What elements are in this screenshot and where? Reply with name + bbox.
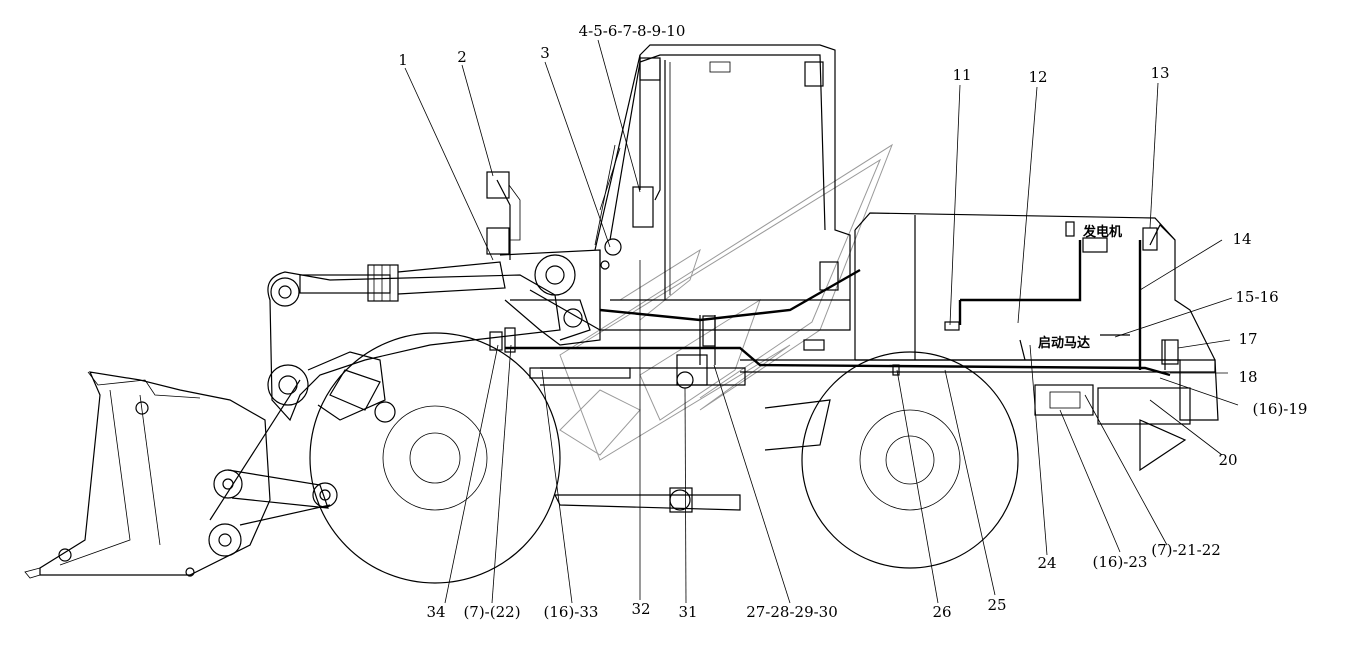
component-labels: 发电机 启动马达 xyxy=(1038,224,1122,351)
callout-13: 13 xyxy=(1150,64,1169,82)
boom-arm xyxy=(267,271,561,423)
callout-3: 3 xyxy=(540,44,550,62)
callout-18: 18 xyxy=(1238,368,1257,386)
callout-12: 12 xyxy=(1028,68,1047,86)
callout-14: 14 xyxy=(1232,230,1251,248)
callout-31: 31 xyxy=(678,603,697,621)
leader-lines xyxy=(404,39,1239,604)
callout-25: 25 xyxy=(987,596,1006,614)
starter-motor-label: 启动马达 xyxy=(1038,335,1090,351)
callout-34: 34 xyxy=(426,603,445,621)
callout-2: 2 xyxy=(457,48,467,66)
callout-labels: 1 2 3 4-5-6-7-8-9-10 11 12 13 14 15-16 1… xyxy=(398,22,1307,621)
front-wheel xyxy=(309,332,561,584)
callout-7-21-22: (7)-21-22 xyxy=(1151,541,1221,559)
operator-cab xyxy=(594,44,851,331)
callout-15-16: 15-16 xyxy=(1235,288,1278,306)
wiring-harness xyxy=(496,55,1171,377)
bucket-linkage xyxy=(208,379,338,557)
callout-16-33: (16)-33 xyxy=(544,603,599,621)
rear-wheel xyxy=(801,351,1019,569)
callout-16-19: (16)-19 xyxy=(1253,400,1308,418)
bucket xyxy=(24,371,271,579)
battery-box xyxy=(1034,384,1191,425)
callout-1: 1 xyxy=(398,51,408,69)
callout-32: 32 xyxy=(631,600,650,618)
callout-7-22: (7)-(22) xyxy=(463,603,520,621)
callout-27-30: 27-28-29-30 xyxy=(746,603,838,621)
callout-26: 26 xyxy=(932,603,951,621)
front-frame xyxy=(499,249,746,511)
callout-11: 11 xyxy=(952,66,971,84)
callout-17: 17 xyxy=(1238,330,1257,348)
components xyxy=(486,171,1179,513)
engine-hood xyxy=(740,212,1219,472)
callout-16-23: (16)-23 xyxy=(1093,553,1148,571)
generator-label: 发电机 xyxy=(1082,224,1122,240)
callout-20: 20 xyxy=(1218,451,1237,469)
callout-24: 24 xyxy=(1037,554,1056,572)
callout-4-10: 4-5-6-7-8-9-10 xyxy=(579,22,686,40)
watermark-logo xyxy=(559,143,894,461)
lift-cylinder xyxy=(299,254,576,302)
